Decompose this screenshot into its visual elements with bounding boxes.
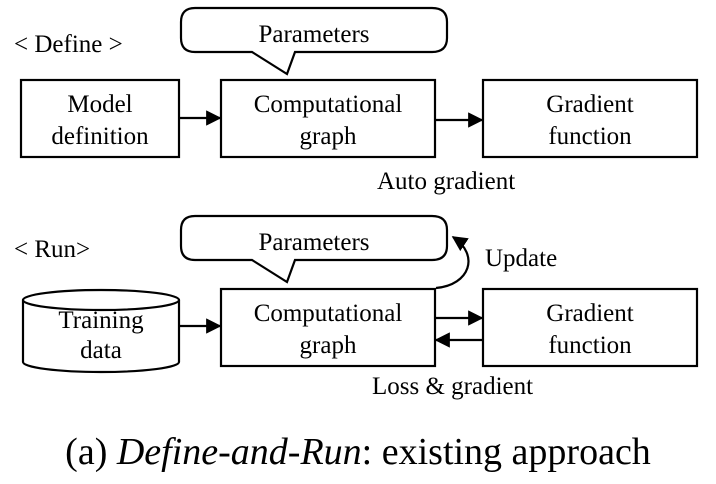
- run-parameters-callout: [179, 214, 449, 284]
- training-data-label: Training: [58, 307, 144, 334]
- run-section-label: < Run>: [14, 236, 90, 263]
- training-data-label-line2: data: [80, 337, 122, 364]
- training-data-cylinder: [21, 300, 181, 374]
- caption-prefix: (a): [65, 431, 117, 473]
- update-arrow: [435, 236, 470, 290]
- update-label: Update: [485, 245, 557, 272]
- run-parameters-label: Parameters: [258, 229, 369, 256]
- training-data-cylinder-top: [21, 288, 181, 312]
- define-gradient-function-label: Gradient: [546, 91, 634, 118]
- run-gradient-function-label-line2: function: [548, 332, 632, 359]
- define-gradient-function-label-line2: function: [548, 123, 632, 150]
- run-computational-graph-label: Computational: [254, 300, 403, 327]
- loss-gradient-label: Loss & gradient: [372, 373, 533, 400]
- figure-caption: (a) Define-and-Run: existing approach: [65, 431, 651, 473]
- model-definition-label-line2: definition: [51, 123, 149, 150]
- run-computational-graph-label-line2: graph: [300, 332, 357, 359]
- caption-emphasis: Define-and-Run: [116, 431, 362, 473]
- define-computational-graph-label: Computational: [254, 91, 403, 118]
- define-section-label: < Define >: [14, 31, 123, 58]
- auto-gradient-label: Auto gradient: [377, 168, 515, 195]
- define-parameters-label: Parameters: [258, 21, 369, 48]
- run-gradient-function-label: Gradient: [546, 300, 634, 327]
- define-parameters-callout: [179, 6, 449, 76]
- define-computational-graph-box: [219, 78, 437, 159]
- model-definition-box: [19, 78, 181, 159]
- model-definition-label: Model: [67, 91, 132, 118]
- define-computational-graph-label-line2: graph: [300, 123, 357, 150]
- run-gradient-function-box: [481, 287, 699, 368]
- caption-suffix: : existing approach: [362, 431, 651, 473]
